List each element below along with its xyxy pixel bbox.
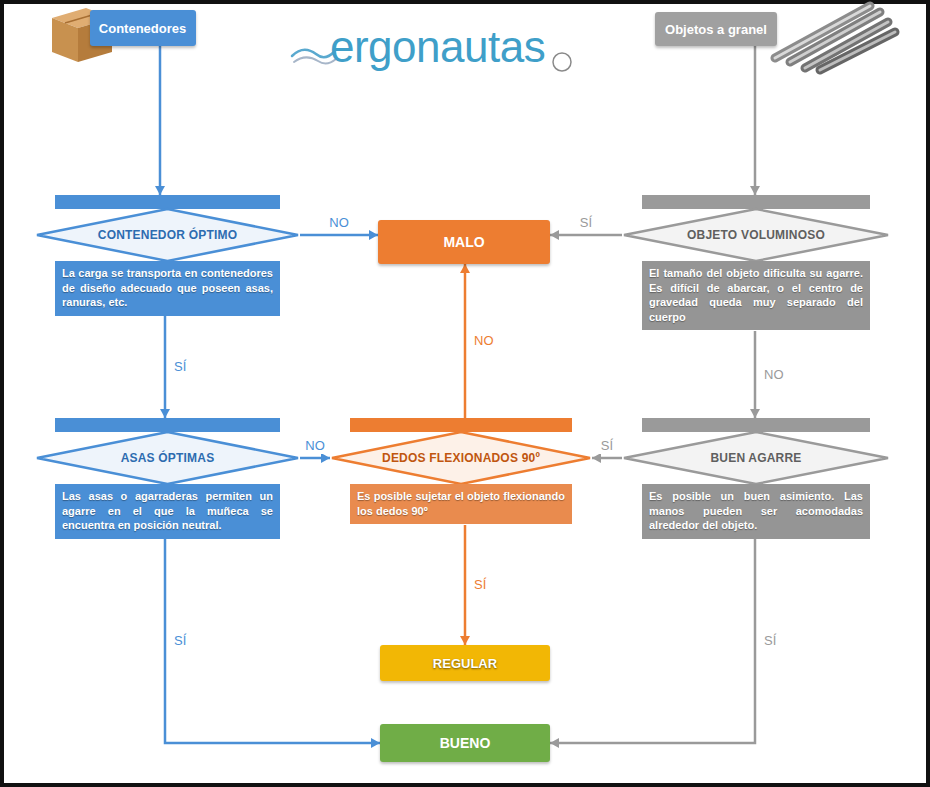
box-side xyxy=(52,18,78,62)
decision-band xyxy=(642,195,870,209)
decision-group: CONTENEDOR ÓPTIMO La carga se transporta … xyxy=(35,195,300,316)
logo-wave xyxy=(292,50,336,64)
arrowhead xyxy=(750,186,760,195)
decision-group: ASAS ÓPTIMAS Las asas o agarraderas permi… xyxy=(35,418,300,539)
flow-connector xyxy=(464,264,467,418)
decision-group: OBJETO VOLUMINOSO El tamaño del objeto di… xyxy=(622,195,890,331)
flow-connector xyxy=(754,331,757,418)
university-emblem xyxy=(553,53,571,71)
branch-label: SÍ xyxy=(172,633,188,649)
decision-band xyxy=(642,418,870,432)
bar-shine xyxy=(820,32,895,70)
decision-description: El tamaño del objeto dificulta su agarre… xyxy=(642,261,870,330)
flow-connector xyxy=(165,539,380,743)
arrowhead xyxy=(550,738,559,748)
wave-line xyxy=(294,57,336,63)
arrowhead xyxy=(592,453,601,463)
box-label: MALO xyxy=(443,234,484,250)
arrowhead xyxy=(550,230,559,240)
arrowhead xyxy=(160,409,170,418)
result-box: REGULAR xyxy=(380,645,550,681)
arrowhead xyxy=(460,636,470,645)
box-label: Objetos a granel xyxy=(665,22,767,37)
branch-label: NO xyxy=(303,438,327,454)
decision-label: CONTENEDOR ÓPTIMO xyxy=(98,228,237,242)
arrowhead xyxy=(321,453,330,463)
branch-label: SÍ xyxy=(599,438,615,454)
branch-label: SÍ xyxy=(762,633,778,649)
arrowhead xyxy=(750,409,760,418)
decision-label: OBJETO VOLUMINOSO xyxy=(687,228,825,242)
start-box: Objetos a granel xyxy=(655,12,777,46)
box-label: Contenedores xyxy=(99,21,186,36)
metal-bars-icon xyxy=(775,6,895,70)
start-box: Contenedores xyxy=(90,10,196,46)
diamond-outline xyxy=(624,209,888,261)
diamond-outline xyxy=(332,432,590,484)
arrowhead xyxy=(371,738,380,748)
decision-description: Las asas o agarraderas permiten un agarr… xyxy=(55,484,280,539)
flow-connector xyxy=(164,316,167,418)
flow-connector xyxy=(754,46,757,195)
box-label: REGULAR xyxy=(433,656,497,671)
decision-label: DEDOS FLEXIONADOS 90º xyxy=(382,451,540,465)
branch-label: SÍ xyxy=(472,577,488,593)
diamond-outline xyxy=(37,209,298,261)
branch-label: SÍ xyxy=(578,215,594,231)
decision-description: La carga se transporta en contenedores d… xyxy=(55,261,280,316)
logo-wordmark: ergonautas xyxy=(330,22,545,72)
result-box: BUENO xyxy=(380,724,550,762)
arrowhead xyxy=(460,264,470,273)
decision-group: BUEN AGARRE Es posible un buen asimiento.… xyxy=(622,418,890,539)
decision-description: Es posible sujetar el objeto flexionando… xyxy=(350,484,572,524)
flow-connector xyxy=(300,234,378,237)
decision-group: DEDOS FLEXIONADOS 90º Es posible sujetar … xyxy=(330,418,592,525)
decision-band xyxy=(55,418,280,432)
bar xyxy=(820,32,895,70)
box-label: BUENO xyxy=(440,735,491,751)
flow-connector xyxy=(159,46,162,195)
decision-band xyxy=(55,195,280,209)
flow-connector xyxy=(550,234,622,237)
branch-label: NO xyxy=(327,215,351,231)
decision-label: BUEN AGARRE xyxy=(710,451,801,465)
branch-label: SÍ xyxy=(172,359,188,375)
branch-label: NO xyxy=(762,367,786,383)
decision-band xyxy=(350,418,572,432)
wave-line xyxy=(292,50,334,57)
diamond-outline xyxy=(624,432,888,484)
decision-description: Es posible un buen asimiento. Las manos … xyxy=(642,484,870,539)
arrowhead xyxy=(155,186,165,195)
flow-connector xyxy=(550,539,755,743)
decision-label: ASAS ÓPTIMAS xyxy=(121,451,215,465)
branch-label: NO xyxy=(472,333,496,349)
arrowhead xyxy=(369,230,378,240)
flow-connector xyxy=(464,525,467,645)
diamond-outline xyxy=(37,432,298,484)
result-box: MALO xyxy=(378,220,550,264)
